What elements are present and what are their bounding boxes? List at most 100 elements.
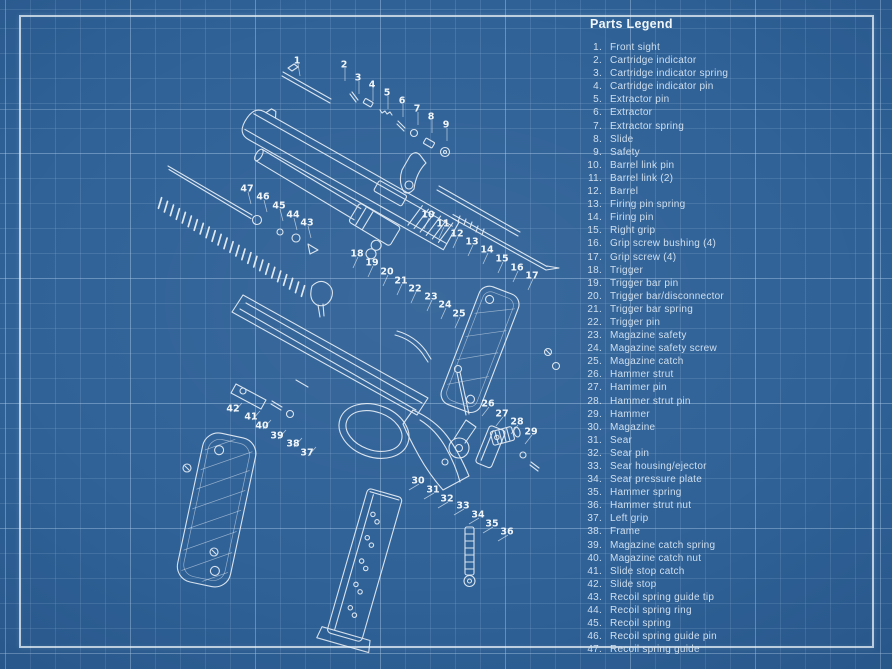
recoil-spring-drawing bbox=[157, 196, 306, 298]
legend-item-number: 21. bbox=[587, 303, 602, 315]
legend-item-number: 2. bbox=[593, 55, 602, 67]
legend-item-label: Magazine catch spring bbox=[610, 539, 716, 551]
callout-leader-44 bbox=[293, 217, 298, 231]
legend-item: 13. Firing pin spring bbox=[581, 198, 869, 211]
legend-item: 25.Magazine catch bbox=[581, 355, 869, 368]
legend-item: 1.Front sight bbox=[581, 41, 869, 54]
legend-item-label: Barrel link (2) bbox=[610, 172, 674, 184]
legend-item: 6.Extractor bbox=[581, 106, 869, 119]
callout-leader-30 bbox=[408, 483, 420, 491]
callout-leader-24 bbox=[440, 307, 447, 320]
legend-item-label: Right grip bbox=[610, 225, 656, 237]
callout-44: 44 bbox=[286, 210, 300, 221]
callout-leader-26 bbox=[481, 406, 490, 417]
callout-27: 27 bbox=[495, 409, 508, 420]
callout-leader-19 bbox=[367, 265, 374, 278]
legend-item-label: Hammer strut bbox=[610, 369, 674, 381]
legend-item: 26.Hammer strut bbox=[581, 368, 869, 381]
legend-item: 15. Right grip bbox=[581, 224, 869, 237]
legend-item-label: Cartridge indicator spring bbox=[610, 68, 729, 80]
legend-item: 9.Safety bbox=[581, 146, 869, 159]
legend-item-label: Recoil spring guide bbox=[610, 644, 700, 656]
callout-1: 1 bbox=[294, 56, 301, 67]
legend-item: 18. Trigger bbox=[581, 264, 869, 277]
callout-leader-38 bbox=[293, 437, 303, 448]
legend-item-number: 22. bbox=[587, 316, 602, 328]
legend-item-label: Grip screw (4) bbox=[610, 251, 677, 263]
callout-34: 34 bbox=[471, 510, 485, 521]
legend-item-label: Recoil spring bbox=[610, 618, 672, 630]
callout-leader-10 bbox=[423, 217, 430, 230]
callout-leader-21 bbox=[396, 283, 403, 296]
legend-item-label: Trigger pin bbox=[610, 316, 661, 328]
callout-45: 45 bbox=[272, 201, 285, 212]
legend-item-number: 42. bbox=[587, 578, 602, 590]
legend-item: 10.Barrel link pin bbox=[581, 159, 869, 172]
sear-parts-drawing bbox=[441, 451, 540, 472]
legend-item-label: Cartridge indicator pin bbox=[610, 81, 714, 93]
legend-item: 35.Hammer spring bbox=[581, 486, 869, 499]
legend-item-number: 39. bbox=[587, 539, 602, 551]
legend-item-number: 25. bbox=[587, 356, 602, 368]
legend-item: 22. Trigger pin bbox=[581, 316, 869, 329]
recoil-spring-guide-drawing bbox=[167, 165, 319, 255]
callout-leader-13 bbox=[467, 244, 474, 257]
legend-item: 14.Firing pin bbox=[581, 211, 869, 224]
legend-item-number: 10. bbox=[587, 159, 602, 171]
legend-item-label: Sear housing/ejector bbox=[610, 461, 707, 472]
legend-item-number: 18. bbox=[587, 264, 602, 276]
legend-item-number: 30. bbox=[587, 421, 602, 433]
callout-20: 20 bbox=[380, 267, 394, 278]
legend-item-number: 3. bbox=[593, 68, 602, 80]
hammer-drawing bbox=[448, 419, 477, 459]
callout-28: 28 bbox=[510, 417, 524, 428]
legend-item-number: 6. bbox=[593, 107, 602, 119]
callout-leader-45 bbox=[279, 208, 284, 222]
callout-leader-1 bbox=[297, 63, 301, 77]
callout-3: 3 bbox=[355, 73, 362, 84]
callout-32: 32 bbox=[440, 494, 453, 505]
callout-19: 19 bbox=[365, 258, 378, 269]
callout-7: 7 bbox=[414, 104, 421, 115]
legend-item-label: Magazine bbox=[610, 421, 656, 433]
legend-item-number: 8. bbox=[593, 133, 602, 145]
legend-item: 16.Grip screw bushing (4) bbox=[581, 237, 869, 250]
callout-37: 37 bbox=[300, 448, 313, 459]
legend-item-label: Firing pin spring bbox=[610, 199, 686, 211]
callout-40: 40 bbox=[255, 421, 269, 432]
legend-item-label: Extractor spring bbox=[610, 120, 685, 132]
legend-item: 43.Recoil spring guide tip bbox=[581, 591, 869, 604]
legend-item: 24.Magazine safety screw bbox=[581, 342, 869, 355]
legend-item-number: 31. bbox=[587, 434, 602, 446]
legend-item-number: 13. bbox=[587, 199, 602, 211]
legend-item-label: Cartridge indicator bbox=[610, 55, 697, 67]
callout-leader-31 bbox=[423, 492, 435, 500]
callout-leader-22 bbox=[410, 291, 417, 304]
legend-item-number: 15. bbox=[587, 225, 602, 237]
legend-item: 20.Trigger bar/disconnector bbox=[581, 290, 869, 303]
callout-leader-25 bbox=[454, 316, 461, 329]
legend-item-label: Sear pressure plate bbox=[610, 474, 703, 486]
legend-item: 34.Sear pressure plate bbox=[581, 473, 869, 486]
legend-item: 40.Magazine catch nut bbox=[581, 552, 869, 565]
legend-item-label: Trigger bbox=[610, 264, 644, 276]
legend-item-number: 38. bbox=[587, 526, 602, 538]
legend-item-label: Left grip bbox=[610, 513, 649, 525]
legend-item-number: 28. bbox=[587, 395, 602, 407]
callout-18: 18 bbox=[350, 249, 364, 260]
callout-10: 10 bbox=[421, 210, 435, 221]
callout-2: 2 bbox=[341, 60, 348, 71]
legend-item: 8.Slide bbox=[581, 133, 869, 146]
callout-leader-37 bbox=[307, 446, 317, 457]
legend-item: 37.Left grip bbox=[581, 512, 869, 525]
legend-item-label: Trigger bar spring bbox=[610, 303, 694, 315]
callout-leader-17 bbox=[527, 278, 534, 291]
callout-13: 13 bbox=[465, 237, 478, 248]
callout-31: 31 bbox=[426, 485, 439, 496]
legend-item-label: Hammer spring bbox=[610, 487, 682, 499]
legend-item: 5.Extractor pin bbox=[581, 93, 869, 106]
legend-item: 32.Sear pin bbox=[581, 447, 869, 460]
callout-leader-40 bbox=[262, 419, 272, 430]
callout-8: 8 bbox=[428, 112, 435, 123]
